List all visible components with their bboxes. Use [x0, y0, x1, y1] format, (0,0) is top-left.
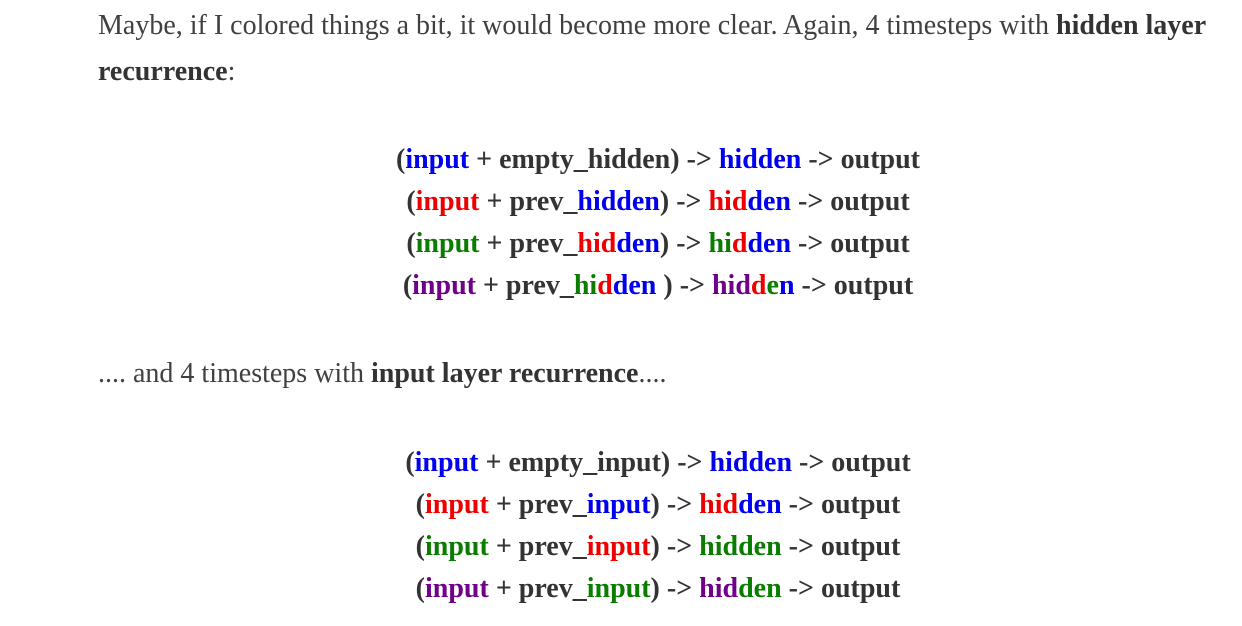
code-segment: -> output [781, 489, 901, 520]
code-segment: + prev_ [475, 270, 574, 301]
code-segment: input [415, 186, 480, 217]
code-segment: n [778, 270, 795, 301]
code-segment: -> output [791, 186, 910, 217]
code-line: (input + empty_hidden) -> hidden -> outp… [98, 139, 1218, 181]
code-segment: d [731, 228, 748, 259]
code-segment: hidden [577, 186, 660, 217]
code-segment: + prev_ [479, 228, 578, 259]
intro-text: Maybe, if I colored things a bit, it wou… [98, 10, 1057, 41]
hidden-recurrence-block: (input + empty_hidden) -> hidden -> outp… [98, 139, 1218, 307]
code-line: (input + prev_hidden ) -> hidden -> outp… [98, 265, 1218, 307]
code-segment: input [414, 447, 479, 478]
code-line: (input + prev_input) -> hidden -> output [98, 526, 1218, 568]
code-segment: hid [699, 573, 739, 604]
code-segment: -> output [794, 270, 914, 301]
code-segment: -> output [781, 531, 901, 562]
code-segment: ) -> [659, 186, 709, 217]
code-segment: hidden [699, 531, 782, 562]
middle-paragraph: .... and 4 timesteps with input layer re… [98, 351, 1218, 397]
code-segment: + prev_ [488, 573, 587, 604]
code-segment: ( [415, 531, 425, 562]
code-segment: ( [415, 573, 425, 604]
code-segment: ( [405, 447, 415, 478]
intro-punctuation: : [227, 56, 236, 87]
code-segment: input [425, 489, 489, 520]
code-segment: -> output [801, 144, 920, 175]
code-segment: ( [402, 270, 413, 301]
code-segment: ) -> [650, 489, 700, 520]
code-segment: -> output [781, 573, 901, 604]
code-segment: + prev_ [479, 186, 578, 217]
code-segment: input [586, 489, 651, 520]
code-segment: input [425, 573, 489, 604]
code-segment: + empty_input) -> [478, 447, 710, 478]
code-segment: d [750, 270, 767, 301]
code-segment: + prev_ [488, 531, 587, 562]
intro-bold-term: hidden layer recurrence [98, 10, 1206, 87]
code-segment: den [616, 228, 660, 259]
code-segment: hid [708, 186, 748, 217]
middle-text: .... and 4 timesteps with [98, 358, 371, 389]
middle-bold-term: input layer recurrence [370, 358, 639, 389]
code-line: (input + empty_input) -> hidden -> outpu… [98, 442, 1218, 484]
code-segment: -> output [792, 447, 911, 478]
code-segment: input [586, 531, 651, 562]
code-segment: den [738, 489, 782, 520]
code-segment: input [425, 531, 489, 562]
code-line: (input + prev_input) -> hidden -> output [98, 568, 1218, 610]
code-segment: hid [711, 270, 751, 301]
code-segment: ) -> [650, 573, 700, 604]
code-segment: d [597, 270, 613, 301]
code-segment: ( [406, 228, 416, 259]
code-segment: input [405, 144, 470, 175]
code-segment: hid [577, 228, 617, 259]
code-line: (input + prev_hidden) -> hidden -> outpu… [98, 181, 1218, 223]
code-segment: + prev_ [488, 489, 587, 520]
code-segment: den [612, 270, 657, 301]
code-segment: ) -> [650, 531, 700, 562]
code-segment: ) -> [656, 270, 712, 301]
code-segment: input [415, 228, 480, 259]
code-segment: hid [699, 489, 739, 520]
code-segment: ( [406, 186, 416, 217]
code-segment: hidden [709, 447, 793, 478]
input-recurrence-block: (input + empty_input) -> hidden -> outpu… [98, 442, 1218, 610]
code-segment: ) -> [659, 228, 709, 259]
code-segment: ( [415, 489, 425, 520]
code-segment: input [586, 573, 651, 604]
code-segment: hi [573, 270, 598, 301]
code-segment: + empty_hidden) -> [469, 144, 719, 175]
code-line: (input + prev_input) -> hidden -> output [98, 484, 1218, 526]
code-segment: den [747, 228, 792, 259]
code-segment: ( [395, 144, 406, 175]
code-segment: den [747, 186, 791, 217]
code-segment: e [766, 270, 779, 301]
code-segment: input [412, 270, 476, 301]
middle-ellipsis: .... [638, 358, 667, 389]
code-segment: hi [708, 228, 732, 259]
intro-paragraph: Maybe, if I colored things a bit, it wou… [98, 3, 1218, 95]
code-segment: hidden [718, 144, 802, 175]
code-line: (input + prev_hidden) -> hidden -> outpu… [98, 223, 1218, 265]
code-segment: -> output [791, 228, 910, 259]
code-segment: den [738, 573, 782, 604]
